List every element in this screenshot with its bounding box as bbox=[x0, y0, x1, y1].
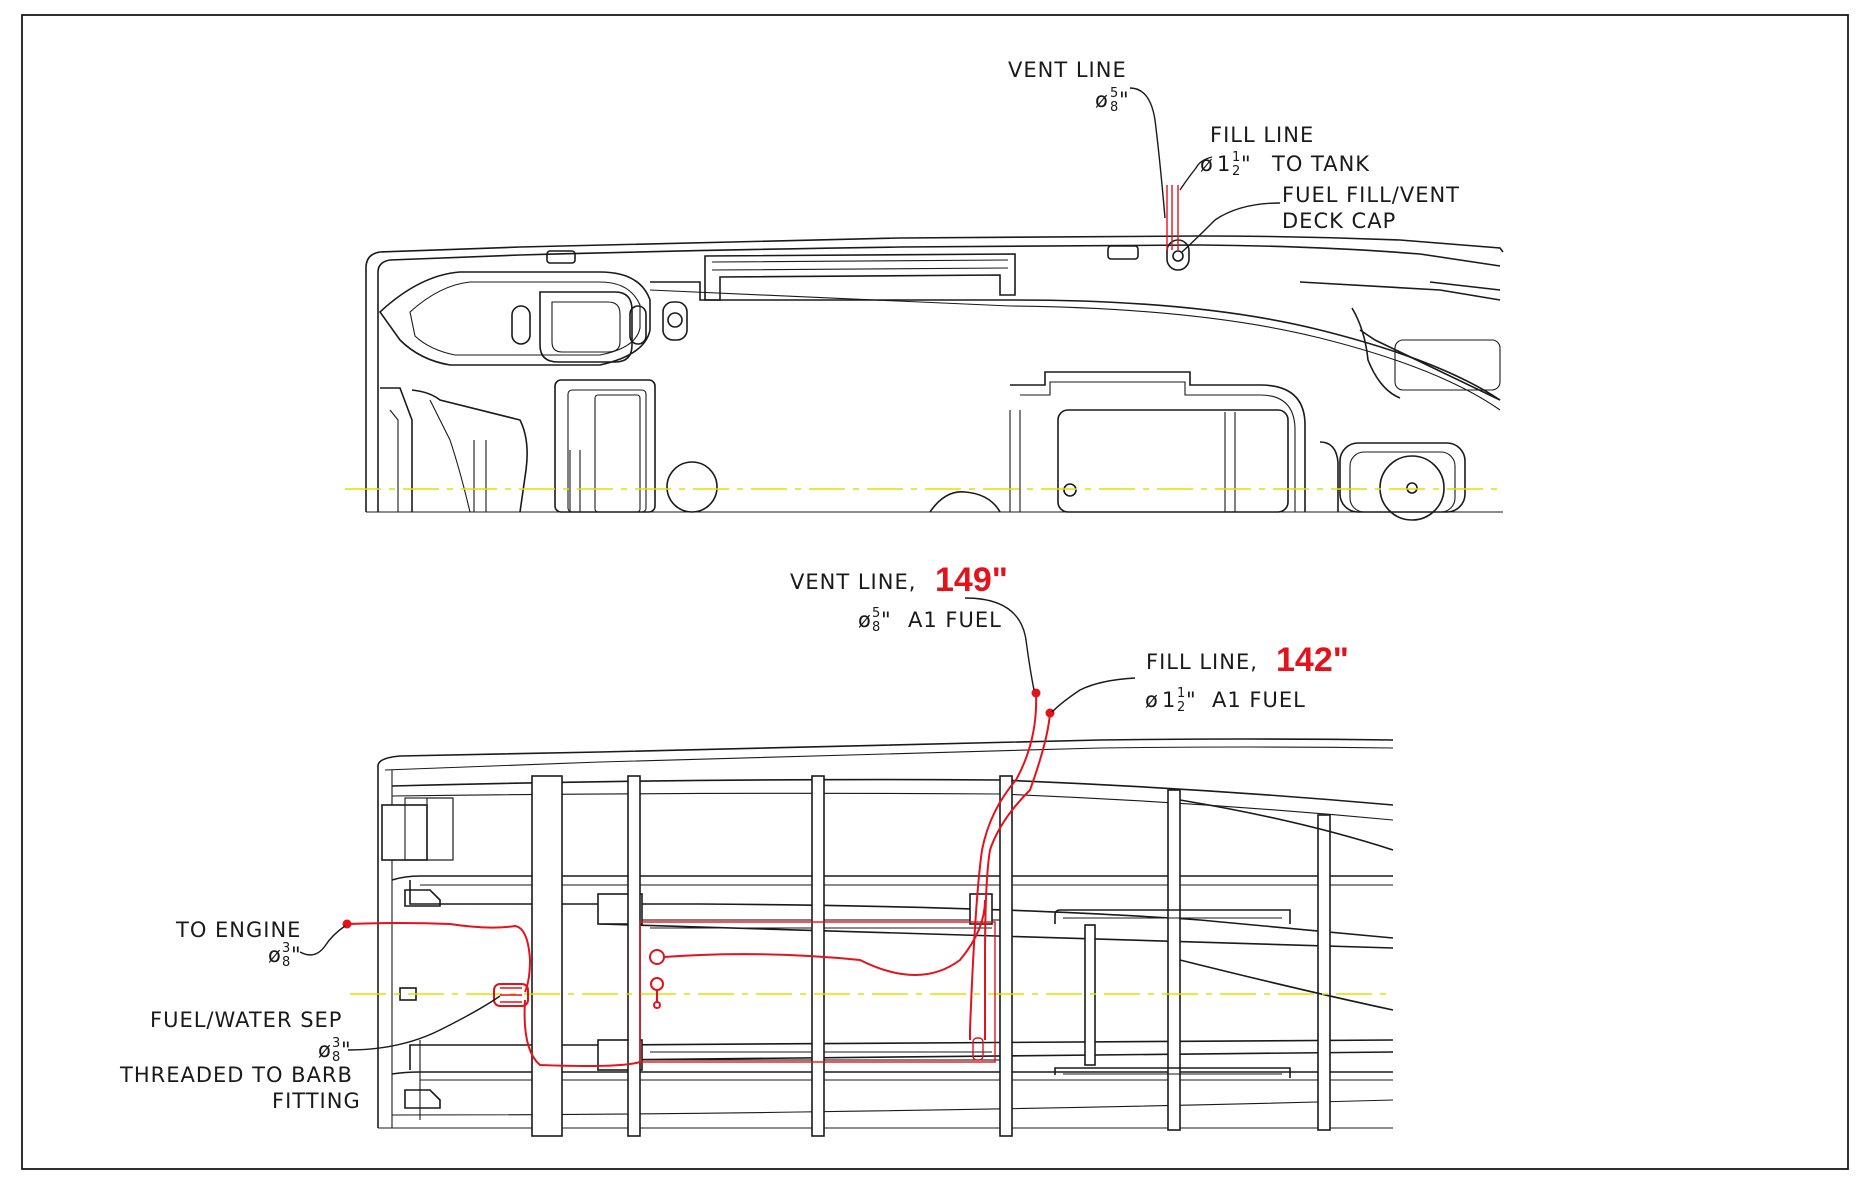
svg-text:3: 3 bbox=[282, 941, 290, 956]
fill-line-label: FILL LINE, bbox=[1146, 650, 1258, 674]
to-engine-label: TO ENGINE bbox=[175, 918, 301, 942]
svg-text:2: 2 bbox=[1177, 700, 1185, 715]
top-view-deck bbox=[345, 185, 1504, 521]
svg-text:1: 1 bbox=[1177, 686, 1185, 701]
svg-text:8: 8 bbox=[1110, 100, 1118, 115]
svg-text:1: 1 bbox=[1232, 150, 1240, 165]
fill-line-length: 142" bbox=[1276, 641, 1349, 679]
top-vent-line-tube bbox=[1166, 185, 1173, 250]
leader-separator bbox=[347, 995, 501, 1051]
fill-line-route bbox=[984, 712, 1051, 1040]
vent-line-route bbox=[969, 692, 1038, 1040]
svg-text:": " bbox=[291, 943, 302, 967]
bottom-view-hull bbox=[350, 738, 1394, 1137]
svg-text:ø: ø bbox=[1145, 688, 1159, 712]
separator-fitting-label: FITTING bbox=[272, 1089, 361, 1113]
leader-fill-line bbox=[1051, 677, 1136, 713]
fuel-tank bbox=[639, 921, 996, 1063]
top-deck-cap-line2: DECK CAP bbox=[1282, 209, 1396, 233]
svg-text:A1 FUEL: A1 FUEL bbox=[908, 608, 1002, 632]
top-fill-line-label: FILL LINE bbox=[1210, 123, 1314, 147]
svg-text:ø: ø bbox=[858, 608, 872, 632]
supply-line-engine bbox=[347, 922, 532, 993]
separator-threaded-label: THREADED TO BARB bbox=[119, 1063, 353, 1087]
svg-text:TO TANK: TO TANK bbox=[1271, 152, 1370, 176]
top-deck-cap-line1: FUEL FILL/VENT bbox=[1282, 183, 1460, 207]
top-vent-line-label: VENT LINE bbox=[1008, 58, 1127, 82]
tank-fitting-1 bbox=[649, 949, 665, 965]
separator-label: FUEL/WATER SEP bbox=[150, 1008, 342, 1032]
vent-line-length: 149" bbox=[935, 561, 1008, 599]
leader-top-deck-cap bbox=[1181, 202, 1281, 253]
svg-text:ø: ø bbox=[268, 943, 282, 967]
svg-text:": " bbox=[341, 1038, 352, 1062]
tank-fitting-2 bbox=[650, 977, 664, 991]
svg-text:5: 5 bbox=[1110, 86, 1118, 101]
svg-text:8: 8 bbox=[872, 620, 880, 635]
separator-size: ø 3 8 " bbox=[318, 1036, 352, 1065]
svg-text:A1 FUEL: A1 FUEL bbox=[1212, 688, 1306, 712]
svg-text:3: 3 bbox=[332, 1036, 340, 1051]
svg-text:": " bbox=[1241, 152, 1252, 176]
svg-text:2: 2 bbox=[1232, 164, 1240, 179]
top-vent-line-size: ø 5 8 " bbox=[1095, 86, 1130, 115]
sheet-border bbox=[21, 14, 1849, 1170]
svg-text:ø: ø bbox=[1095, 88, 1109, 112]
fuel-lines bbox=[342, 688, 1055, 1067]
supply-line-tank bbox=[663, 899, 986, 976]
leader-to-engine bbox=[299, 925, 346, 956]
top-fill-line-size: ø 1 1 2 " TO TANK bbox=[1200, 150, 1370, 179]
svg-text:8: 8 bbox=[332, 1050, 340, 1065]
svg-text:": " bbox=[1119, 88, 1130, 112]
vent-line-size: ø 5 8 " A1 FUEL bbox=[858, 606, 1002, 635]
svg-text:ø: ø bbox=[318, 1038, 332, 1062]
leader-top-vent bbox=[1129, 87, 1166, 219]
svg-text:": " bbox=[881, 608, 892, 632]
svg-text:5: 5 bbox=[872, 606, 880, 621]
to-engine-size: ø 3 8 " bbox=[268, 941, 302, 970]
fuel-water-separator bbox=[493, 983, 529, 1007]
svg-text:1: 1 bbox=[1162, 688, 1176, 712]
fill-line-size: ø 1 1 2 " A1 FUEL bbox=[1145, 686, 1306, 715]
svg-text:ø: ø bbox=[1200, 152, 1214, 176]
svg-text:1: 1 bbox=[1217, 152, 1231, 176]
svg-text:8: 8 bbox=[282, 955, 290, 970]
svg-text:": " bbox=[1186, 688, 1197, 712]
leader-vent-line bbox=[964, 597, 1035, 691]
vent-line-label: VENT LINE, bbox=[790, 570, 916, 594]
